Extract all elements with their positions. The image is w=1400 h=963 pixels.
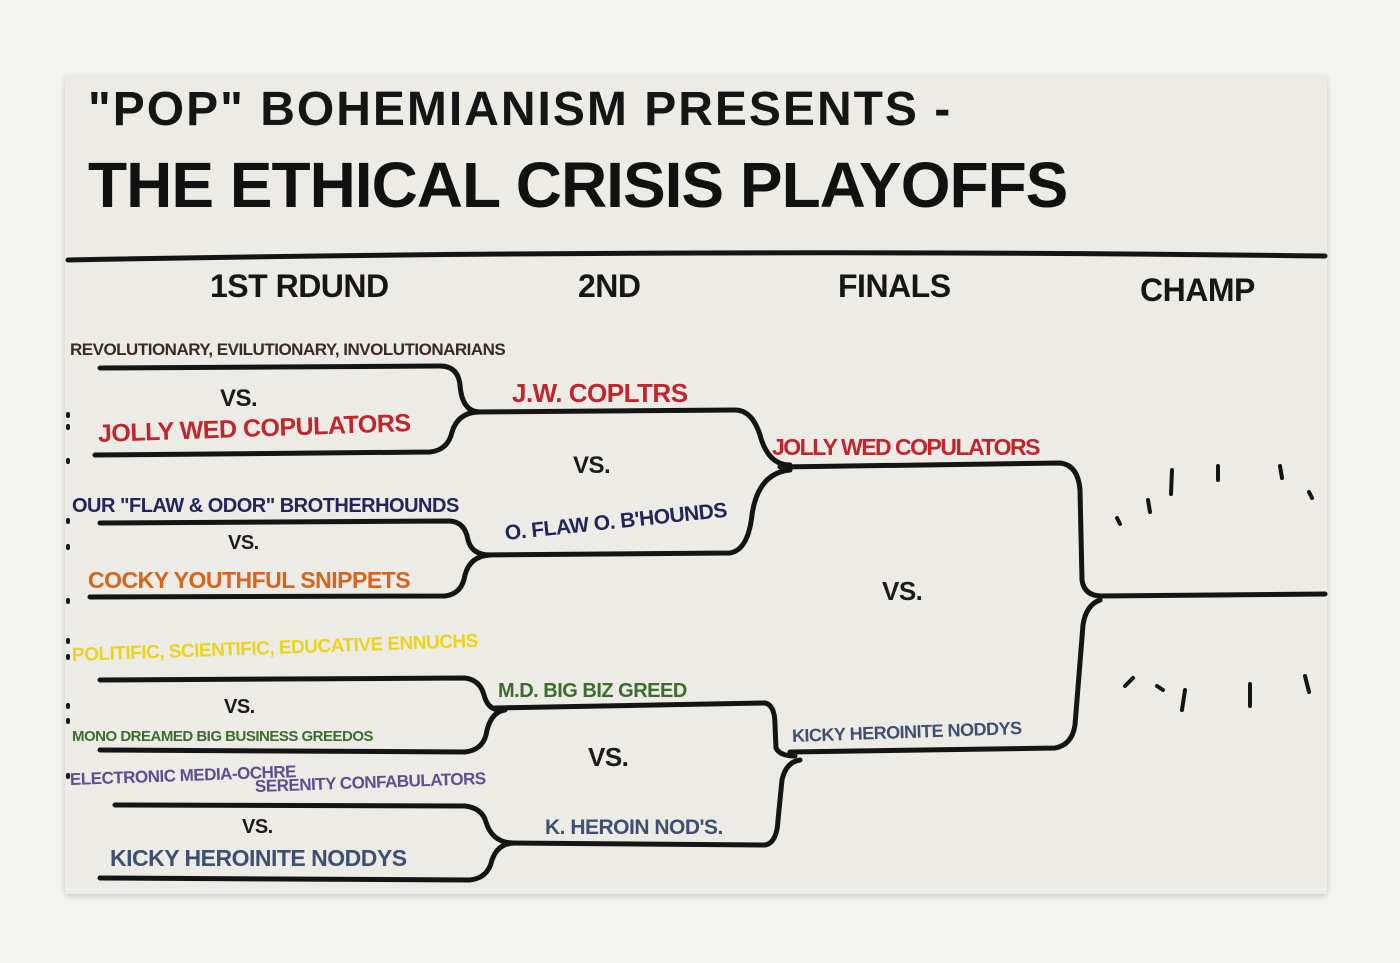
vs-label: VS. (242, 816, 273, 838)
header-finals: FINALS (838, 268, 951, 304)
bracket-r2-4 (502, 757, 803, 848)
bracket-r2-3 (492, 700, 798, 759)
bracket-r1-5 (97, 675, 503, 713)
header-champ: CHAMP (1140, 272, 1255, 308)
bracket-f-1 (777, 460, 1328, 599)
champ-tick-marks (1115, 464, 1314, 712)
team-kicky-heroinite-noddys: KICKY HEROINITE NODDYS (110, 845, 407, 871)
vs-label: VS. (228, 532, 259, 554)
bracket-r1-6 (97, 707, 508, 755)
bracket-r2-1 (467, 407, 793, 468)
r2-jw-copltrs: J.W. COPLTRS (512, 378, 688, 408)
r2-md-big-biz-greed: M.D. BIG BIZ GREED (498, 680, 687, 702)
team-revolutionaries: REVOLUTIONARY, EVILUTIONARY, INVOLUTIONA… (70, 340, 506, 359)
title-underline (65, 250, 1328, 263)
header-second-round: 2ND (578, 268, 641, 304)
team-cocky-youthful-snippets: COCKY YOUTHFUL SNIPPETS (88, 567, 411, 593)
bracket-r1-3 (97, 518, 493, 558)
title-line-2: THE ETHICAL CRISIS PLAYOFFS (88, 149, 1068, 221)
vs-label: VS. (220, 385, 258, 412)
title-line-1: "POP" BOHEMIANISM PRESENTS - (88, 83, 953, 136)
bracket-r1-2 (92, 409, 483, 458)
bracket-r1-1 (97, 363, 483, 415)
header-first-round: 1ST RDUND (210, 268, 389, 304)
painting-canvas (65, 76, 1327, 894)
final-jolly-wed-copulators: JOLLY WED COPULATORS (772, 434, 1040, 460)
team-greedos: MONO DREAMED BIG BUSINESS GREEDOS (72, 728, 374, 745)
bracket-r1-4 (87, 552, 493, 600)
r2-k-heroin-nods: K. HEROIN NOD'S. (545, 816, 723, 839)
bracket-r2-2 (477, 467, 793, 558)
vs-label: VS. (588, 742, 629, 772)
bracket-f-2 (787, 597, 1103, 755)
vs-label: VS. (882, 576, 923, 606)
vs-label: VS. (224, 696, 255, 718)
team-brotherhounds: OUR "FLAW & ODOR" BROTHERHOUNDS (72, 495, 459, 517)
vs-label: VS. (573, 452, 611, 479)
bracket-r1-7 (112, 802, 515, 846)
